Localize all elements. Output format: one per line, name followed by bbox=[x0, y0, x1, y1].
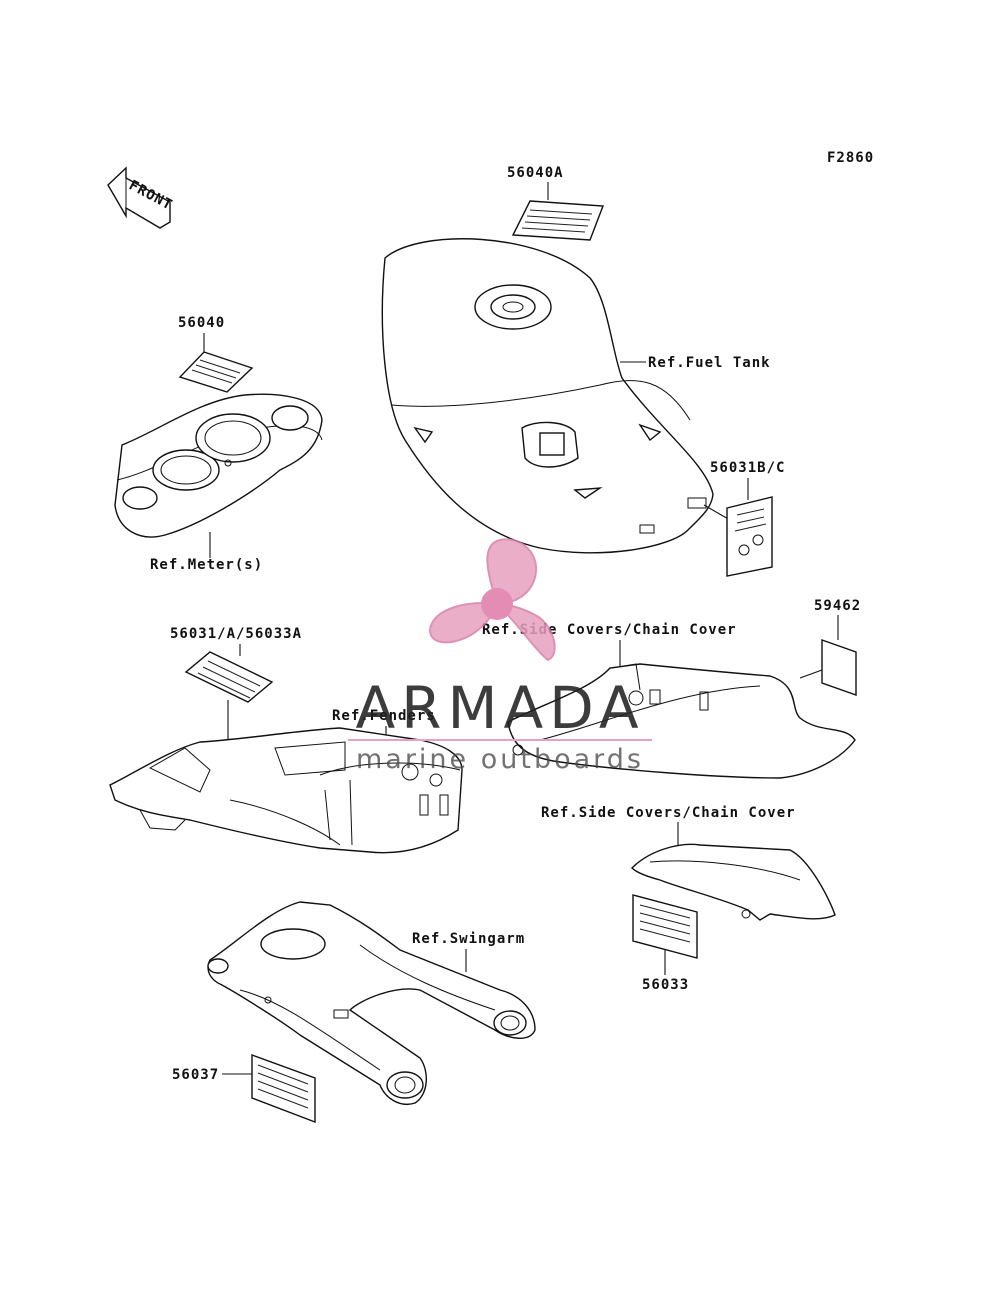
decal-59462 bbox=[821, 639, 857, 696]
label-fuel-tank: Ref.Fuel Tank bbox=[648, 355, 771, 371]
label-swingarm: Ref.Swingarm bbox=[412, 931, 525, 947]
label-56033: 56033 bbox=[642, 977, 689, 993]
watermark-tagline: marine outboards bbox=[356, 744, 644, 775]
figure-code: F2860 bbox=[827, 150, 874, 166]
label-56037: 56037 bbox=[172, 1067, 219, 1083]
side-cover-upper bbox=[507, 663, 856, 779]
decal-56031-group bbox=[184, 651, 274, 703]
rear-fender bbox=[109, 727, 463, 854]
label-56031-group: 56031/A/56033A bbox=[170, 626, 302, 642]
label-meters: Ref.Meter(s) bbox=[150, 557, 263, 573]
front-arrow-icon: FRONT bbox=[107, 166, 175, 229]
label-59462: 59462 bbox=[814, 598, 861, 614]
label-fenders: Ref.Fenders bbox=[332, 708, 436, 724]
watermark-brand: ARMADA bbox=[355, 674, 644, 742]
meter-cluster bbox=[114, 393, 323, 538]
decal-56033 bbox=[632, 894, 698, 959]
decal-56040A bbox=[511, 200, 604, 241]
label-side-covers-2: Ref.Side Covers/Chain Cover bbox=[541, 805, 796, 821]
label-56040A: 56040A bbox=[507, 165, 564, 181]
swingarm bbox=[207, 901, 536, 1105]
label-56040: 56040 bbox=[178, 315, 225, 331]
decal-56031BC bbox=[726, 496, 773, 577]
fuel-tank bbox=[381, 238, 714, 554]
decal-56040 bbox=[178, 351, 254, 393]
watermark-propeller-icon bbox=[428, 538, 556, 662]
side-cover-lower bbox=[631, 843, 836, 921]
label-56031BC: 56031B/C bbox=[710, 460, 785, 476]
decal-56037 bbox=[251, 1053, 316, 1124]
